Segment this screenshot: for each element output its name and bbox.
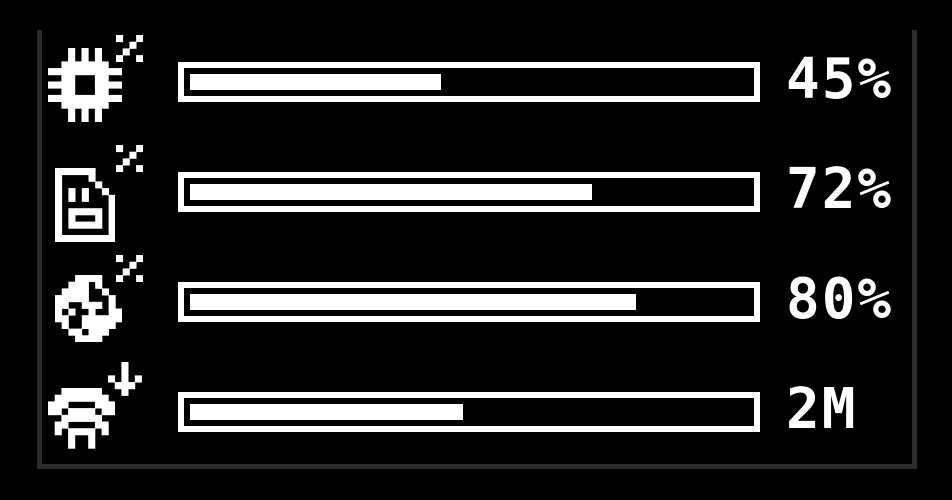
- progress-bar: [178, 62, 760, 102]
- download-arrow-icon: [108, 362, 142, 396]
- sd-card-icon-wrap: [44, 140, 154, 242]
- progress-bar-fill: [190, 74, 442, 90]
- progress-bar-fill: [190, 184, 592, 200]
- display-frame: [37, 30, 917, 469]
- globe-icon-wrap: [44, 250, 154, 350]
- wifi-icon-wrap: [44, 360, 154, 460]
- progress-bar-fill: [190, 294, 637, 310]
- value-label: 80%: [786, 267, 894, 332]
- percent-icon: [116, 35, 143, 62]
- cpu-icon-wrap: [44, 30, 154, 130]
- globe-icon: [55, 275, 122, 342]
- status-row-globe: 80%: [0, 250, 952, 360]
- progress-bar-fill: [190, 404, 464, 420]
- value-label: 45%: [786, 47, 894, 112]
- value-label: 72%: [786, 157, 894, 222]
- progress-bar: [178, 392, 760, 432]
- percent-icon: [116, 145, 143, 172]
- status-row-sd-card: 72%: [0, 140, 952, 250]
- progress-bar: [178, 282, 760, 322]
- percent-icon: [116, 255, 143, 282]
- status-row-wifi: 2M: [0, 360, 952, 470]
- sd-card-icon: [55, 168, 116, 242]
- status-row-cpu: 45%: [0, 30, 952, 140]
- cpu-icon: [48, 48, 122, 122]
- progress-bar: [178, 172, 760, 212]
- wifi-icon: [48, 388, 115, 449]
- value-label: 2M: [786, 377, 858, 442]
